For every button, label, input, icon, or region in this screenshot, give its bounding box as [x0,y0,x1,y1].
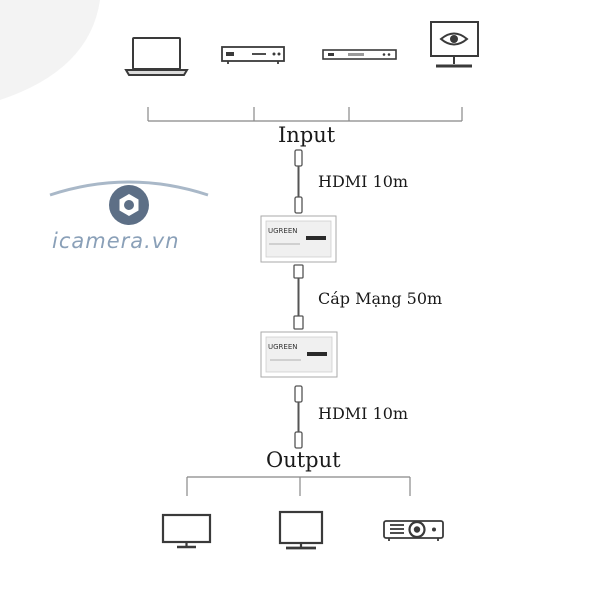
watermark-logo: icamera.vn [42,175,217,253]
hdmi-cable-bottom [294,385,303,449]
transmitter-device [260,215,337,263]
projector-icon [383,520,444,541]
cable-top-label: HDMI 10m [318,172,409,191]
laptop-icon [124,37,189,76]
cable-middle-label: Cáp Mạng 50m [318,289,443,308]
output-connector-lines [186,476,411,496]
input-connector-lines [147,107,463,122]
monitor-eye-icon [430,21,479,68]
transmitter-brand: UGREEN [268,227,298,235]
watermark-text: icamera.vn [52,229,180,253]
receiver-device [260,331,338,378]
monitor-icon [278,510,324,550]
watermark-lens-icon [49,180,209,225]
background-shade [0,0,100,100]
input-label: Input [278,123,336,147]
set-top-box-icon [322,49,397,60]
network-cable [293,264,304,330]
hdmi-cable-top [294,149,303,214]
dvd-player-icon [221,46,285,64]
receiver-brand: UGREEN [268,343,298,351]
output-label: Output [266,448,341,472]
tv-icon [161,513,212,549]
cable-bottom-label: HDMI 10m [318,404,409,423]
